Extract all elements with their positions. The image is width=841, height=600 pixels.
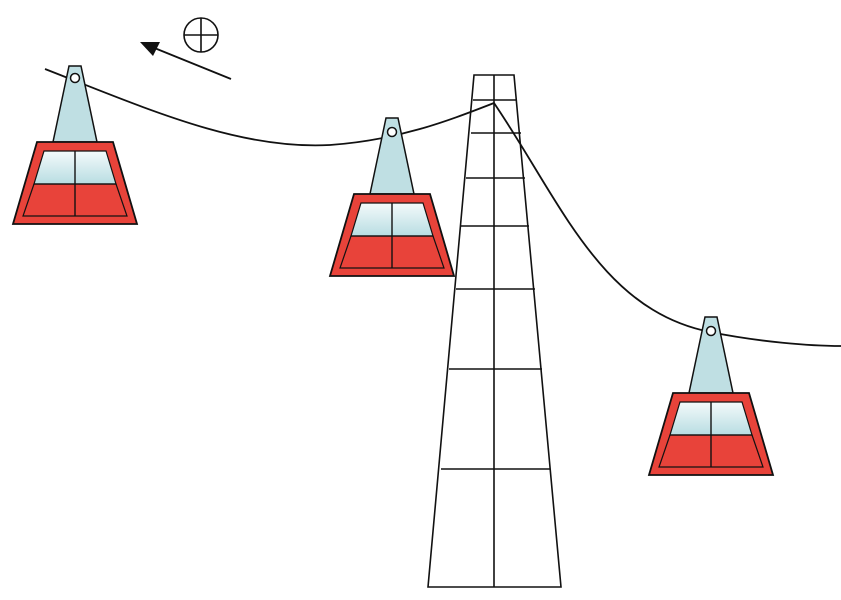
circled-plus-icon [183,17,219,53]
gondola-left [11,65,139,225]
cable-grip [69,72,81,84]
gondola-lower-panel [339,235,445,269]
gondola-lower-panel [658,434,764,468]
cable-grip [705,325,717,337]
support-tower [427,74,562,588]
cable-grip [386,126,398,138]
gondola-middle [328,117,456,277]
arrow-up-left-icon [140,42,232,80]
haul-cable [44,68,841,347]
tower-crossbars [441,99,550,470]
gondola-lower-panel [22,183,128,217]
gondola-right [647,316,775,476]
